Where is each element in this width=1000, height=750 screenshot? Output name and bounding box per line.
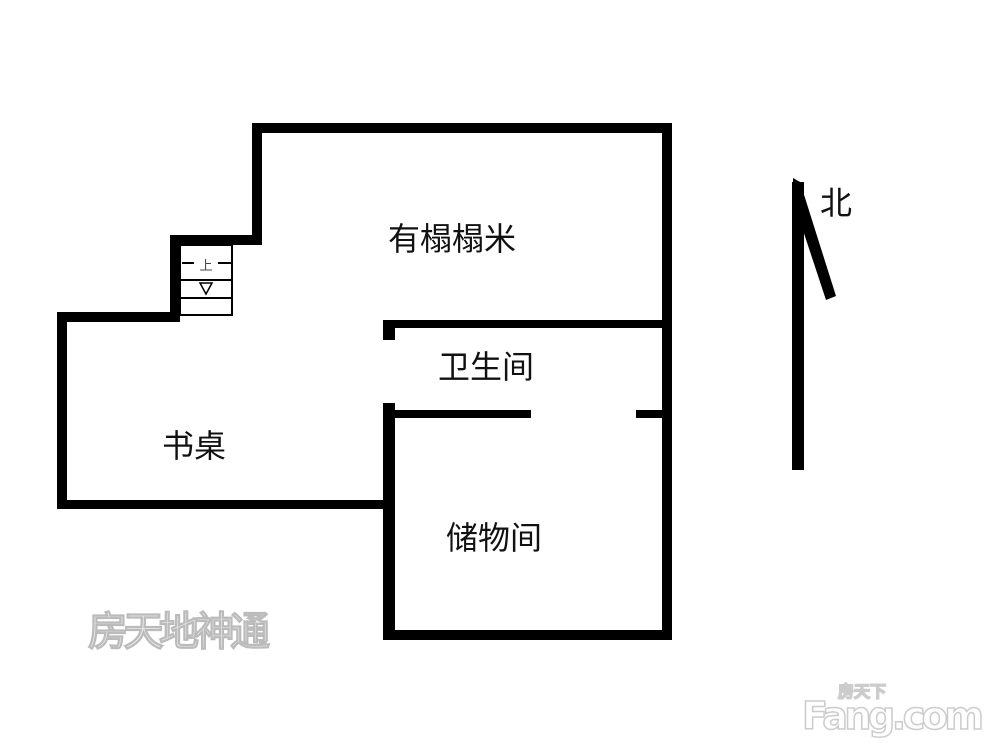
watermark: 房天地神通 [88, 609, 270, 655]
wall [57, 312, 67, 508]
logo-chinese: 房天下 [838, 682, 886, 701]
wall [383, 410, 531, 418]
wall [636, 410, 662, 418]
arrow-down-icon [198, 282, 214, 296]
wall [170, 235, 180, 320]
stairs-up-label: 上 [199, 259, 212, 274]
wall [662, 123, 672, 640]
stairs: 上 [179, 244, 233, 316]
room-label-desk: 书桌 [162, 427, 226, 465]
room-label-storage: 储物间 [446, 519, 542, 557]
wall [57, 500, 390, 509]
wall [170, 235, 262, 245]
wall [252, 123, 672, 133]
wall [252, 123, 262, 243]
room-label-bathroom: 卫生间 [438, 348, 534, 386]
fang-logo: 房天下 Fang.com [801, 681, 985, 739]
wall [383, 320, 662, 328]
north-label: 北 [820, 184, 852, 222]
wall [383, 630, 672, 640]
walls [57, 123, 672, 640]
wall [57, 312, 180, 322]
wall [383, 403, 395, 640]
room-label-tatami: 有榻榻米 [388, 220, 516, 258]
logo-brand: Fang.com [802, 694, 984, 738]
north-arrow-icon [792, 178, 836, 470]
